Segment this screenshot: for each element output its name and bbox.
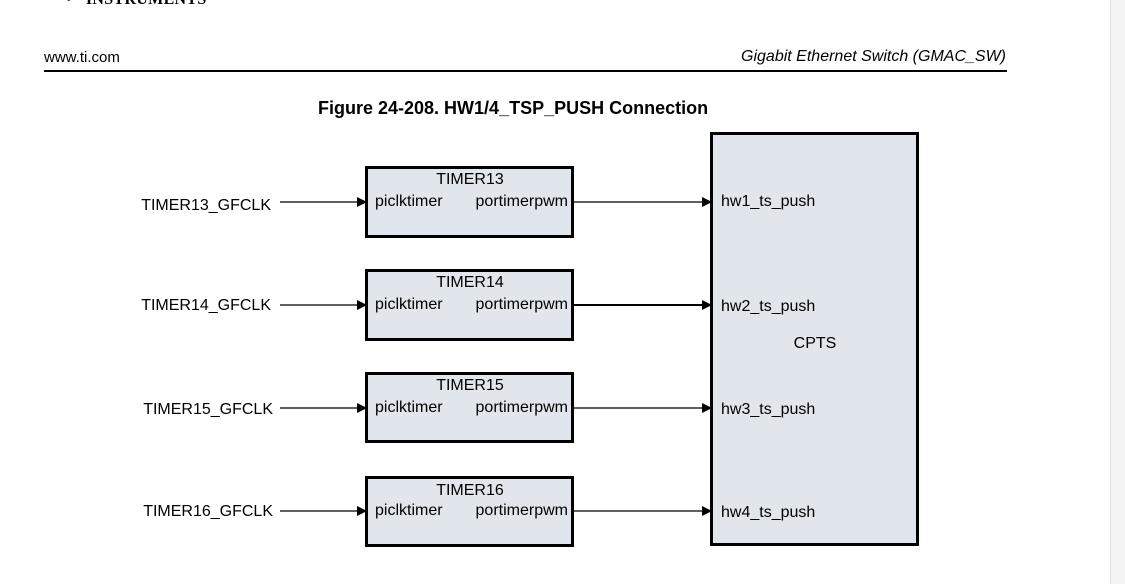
figure-title: Figure 24-208. HW1/4_TSP_PUSH Connection — [318, 98, 709, 118]
cpts-port-1: hw1_ts_push — [721, 193, 815, 210]
header-url: www.ti.com — [44, 49, 120, 66]
input-port-1: piclktimer — [375, 193, 443, 210]
bullet: • — [66, 0, 72, 8]
cpts-block — [710, 132, 919, 546]
timer-row-4: TIMER16_GFCLK TIMER16 piclktimer portime… — [143, 476, 815, 547]
timer-block-4 — [365, 476, 574, 547]
scrollbar-gutter[interactable] — [1110, 0, 1125, 584]
clock-label-3: TIMER15_GFCLK — [143, 401, 273, 418]
timer-name-1: TIMER13 — [436, 171, 504, 188]
timer-row-1: TIMER13_GFCLK TIMER13 piclktimer portime… — [141, 166, 815, 238]
clock-label-1: TIMER13_GFCLK — [141, 197, 271, 214]
timer-block-1 — [365, 166, 574, 238]
timer-row-3: TIMER15_GFCLK TIMER15 piclktimer portime… — [143, 372, 815, 443]
timer-block-2 — [365, 269, 574, 341]
output-port-1: portimerpwm — [476, 193, 568, 210]
timer-block-3 — [365, 372, 574, 443]
timer-row-2: TIMER14_GFCLK TIMER14 piclktimer portime… — [141, 269, 815, 341]
output-port-2: portimerpwm — [476, 296, 568, 313]
output-port-3: portimerpwm — [476, 399, 568, 416]
cpts-port-4: hw4_ts_push — [721, 504, 815, 521]
cpts-port-3: hw3_ts_push — [721, 401, 815, 418]
input-port-4: piclktimer — [375, 502, 443, 519]
input-port-2: piclktimer — [375, 296, 443, 313]
timer-name-2: TIMER14 — [436, 274, 504, 291]
timer-name-3: TIMER15 — [436, 377, 504, 394]
cpts-port-2: hw2_ts_push — [721, 298, 815, 315]
header-section-title: Gigabit Ethernet Switch (GMAC_SW) — [741, 48, 1006, 65]
clock-label-4: TIMER16_GFCLK — [143, 503, 273, 520]
header-rule — [44, 70, 1007, 72]
cut-off-heading-text: INSTRUMENTS — [86, 0, 207, 8]
cpts-label: CPTS — [794, 335, 837, 352]
output-port-4: portimerpwm — [476, 502, 568, 519]
cut-off-heading: • INSTRUMENTS — [66, 0, 207, 9]
clock-label-2: TIMER14_GFCLK — [141, 297, 271, 314]
input-port-3: piclktimer — [375, 399, 443, 416]
timer-name-4: TIMER16 — [436, 482, 504, 499]
